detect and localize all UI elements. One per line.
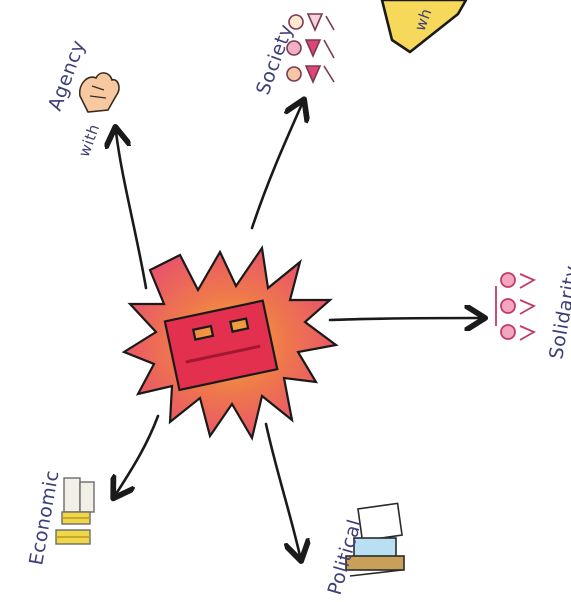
arrow-to-society [252, 104, 302, 228]
society-node: Society [252, 14, 334, 98]
linked-people-icon [496, 273, 534, 340]
hand-icon [80, 73, 119, 112]
economic-node: Economic [25, 469, 94, 567]
solidarity-label: Solidarity [545, 264, 571, 361]
society-label: Society [252, 21, 298, 97]
solidarity-node: Solidarity [496, 264, 571, 361]
coin-stack-icon [56, 478, 94, 544]
arrow-to-agency [116, 132, 146, 288]
agency-prefix-label: with [75, 121, 103, 159]
economic-label: Economic [25, 469, 63, 567]
political-node: Political [324, 503, 404, 597]
arrow-to-political [266, 424, 300, 556]
agency-node: Agency with [44, 37, 119, 159]
arrow-to-economic [116, 416, 158, 494]
arrow-to-solidarity [330, 318, 480, 320]
yellow-sign-icon: wh [382, 0, 466, 52]
center-starburst [124, 248, 336, 438]
people-group-icon [287, 14, 334, 82]
